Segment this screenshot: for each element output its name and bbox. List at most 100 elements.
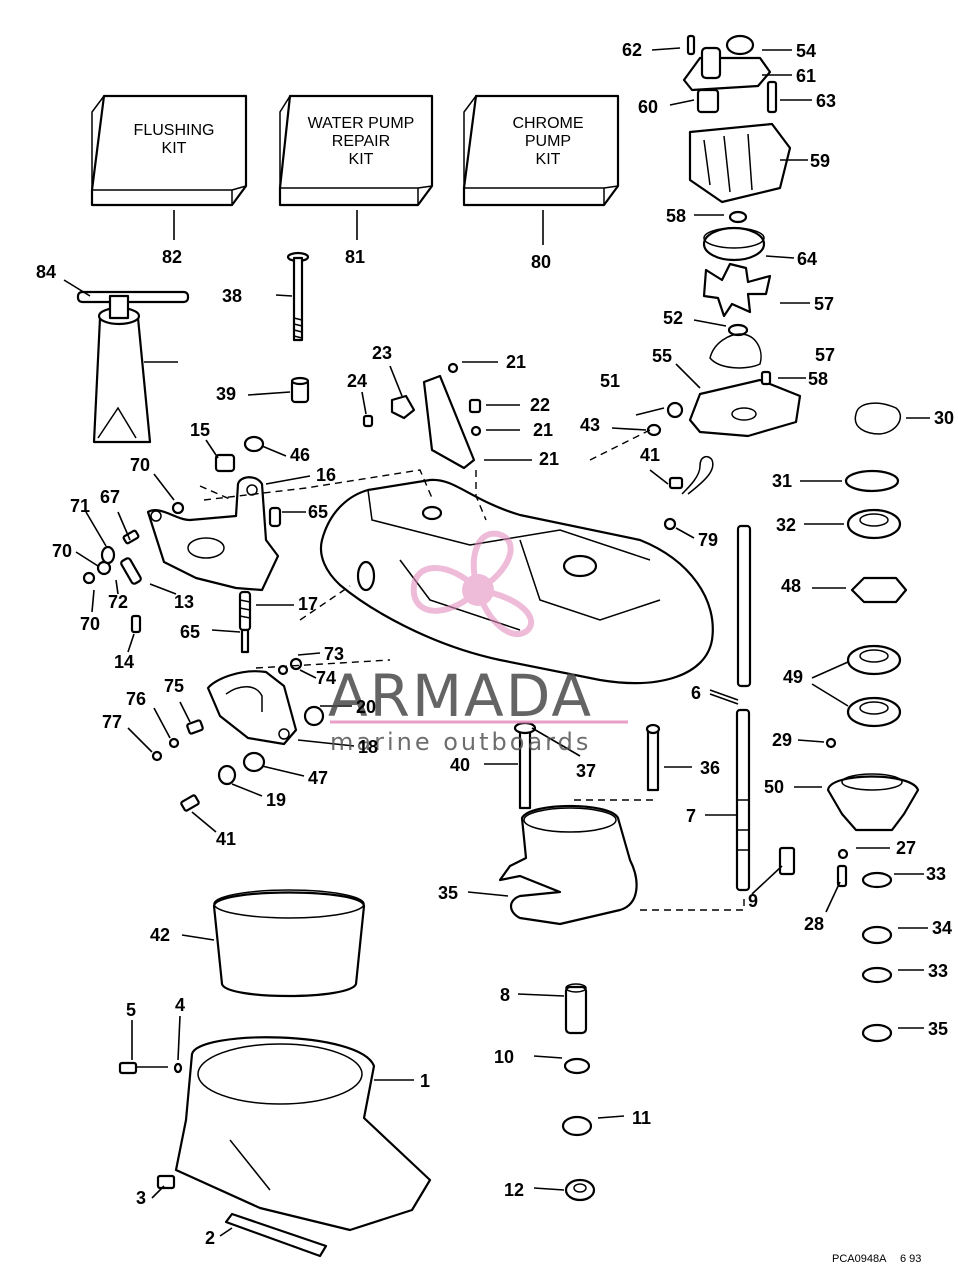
kit-box-flushing: FLUSHING KIT [90,94,248,207]
watermark-brand: ARMADA [328,662,593,730]
part-label: 22 [530,395,550,415]
part-label: 30 [934,408,954,428]
part-label: 41 [216,829,236,849]
grate-bar-2-part [224,1212,328,1258]
part-label: 76 [126,689,146,709]
kit-label-line: KIT [536,151,561,168]
part-label: 31 [772,471,792,491]
kit-label-line: PUMP [525,133,571,150]
part-label: 54 [796,41,816,61]
part-label: 52 [663,308,683,328]
part-label: 42 [150,925,170,945]
part-label: 20 [356,697,376,717]
part-label: 63 [816,91,836,111]
part-label: 16 [316,465,336,485]
watermark-tagline: marine outboards [330,728,591,756]
bolt-39-part [286,251,310,342]
part-label: 23 [372,343,392,363]
part-label: 6 [691,683,701,703]
kit-label-line: KIT [349,151,374,168]
part-label: 37 [576,761,596,781]
part-label: 81 [345,247,365,267]
water-pump-stack [682,34,802,438]
kit-label-line: REPAIR [332,133,390,150]
part-label: 2 [205,1228,215,1248]
kit-label-line: CHROME [512,115,583,132]
part-label: 77 [102,712,122,732]
part-label: 32 [776,515,796,535]
grease-tube-part [76,290,190,444]
part-label: 18 [358,737,378,757]
part-label: 75 [164,676,184,696]
kit-leaders [173,210,544,245]
part-label: 33 [928,961,948,981]
part-label: 58 [666,206,686,226]
figure-code: PCA0948A [832,1253,887,1265]
propeller-logo [410,530,535,638]
part-label: 79 [698,530,718,550]
part-label: 73 [324,644,344,664]
part-label: 8 [500,985,510,1005]
part-label: 70 [130,455,150,475]
part-label: 5 [126,1000,136,1020]
part-label: 64 [797,249,817,269]
part-label: 40 [450,755,470,775]
part-label: 34 [932,918,952,938]
part-label: 27 [896,838,916,858]
part-label: 21 [506,352,526,372]
part-label: 46 [290,445,310,465]
plate-21-part [422,374,476,470]
bracket-18-part [206,670,298,746]
part-label: 39 [216,384,236,404]
kit-box-water-pump-repair: WATER PUMP REPAIR KIT [278,94,434,207]
bushing-40-part [290,376,310,404]
kit-label-line: WATER PUMP [308,115,415,132]
part-label: 38 [222,286,242,306]
part-label: 59 [810,151,830,171]
part-label: 57 [815,345,835,365]
bottom-center-parts [561,983,596,1202]
part-label: 49 [783,667,803,687]
part-label: 80 [531,252,551,272]
assembly-dashed-lines [199,429,745,911]
part-label: 3 [136,1188,146,1208]
kit-box-chrome-pump: CHROME PUMP KIT [462,94,620,207]
kit-label-line: KIT [162,140,187,157]
figure-date: 6 93 [900,1253,921,1265]
part-label: 24 [347,371,367,391]
part-label: 35 [928,1019,948,1039]
small-hardware [82,362,849,888]
part-label: 65 [308,502,328,522]
armada-watermark: ARMADA marine outboards [328,530,628,756]
part-label: 14 [114,652,134,672]
part-label: 84 [36,262,56,282]
part-label: 19 [266,790,286,810]
jet-pump-housing-part [319,478,714,685]
part-label: 57 [814,294,834,314]
impeller-36-part [498,804,638,926]
part-label: 62 [622,40,642,60]
part-label: 28 [804,914,824,934]
intake-housing-1-part [174,1036,432,1232]
part-label: 82 [162,247,182,267]
part-label: 41 [640,445,660,465]
part-label: 7 [686,806,696,826]
right-column-parts [826,402,920,1043]
part-label: 21 [533,420,553,440]
part-label: 60 [638,97,658,117]
part-label: 55 [652,346,672,366]
part-label: 13 [174,592,194,612]
part-label: 12 [504,1180,524,1200]
liner-46-part [212,889,366,998]
part-label: 17 [298,594,318,614]
kit-label-line: FLUSHING [134,122,215,139]
part-label: 29 [772,730,792,750]
part-label: 67 [100,487,120,507]
part-label: 61 [796,66,816,86]
part-label: 74 [316,668,336,688]
part-label: 9 [748,891,758,911]
part-label: 72 [108,592,128,612]
part-number-labels: 82 81 80 62 54 61 60 63 59 58 64 57 52 5… [36,40,954,1265]
part-label: 50 [764,777,784,797]
driveshaft-6-part [736,524,752,688]
